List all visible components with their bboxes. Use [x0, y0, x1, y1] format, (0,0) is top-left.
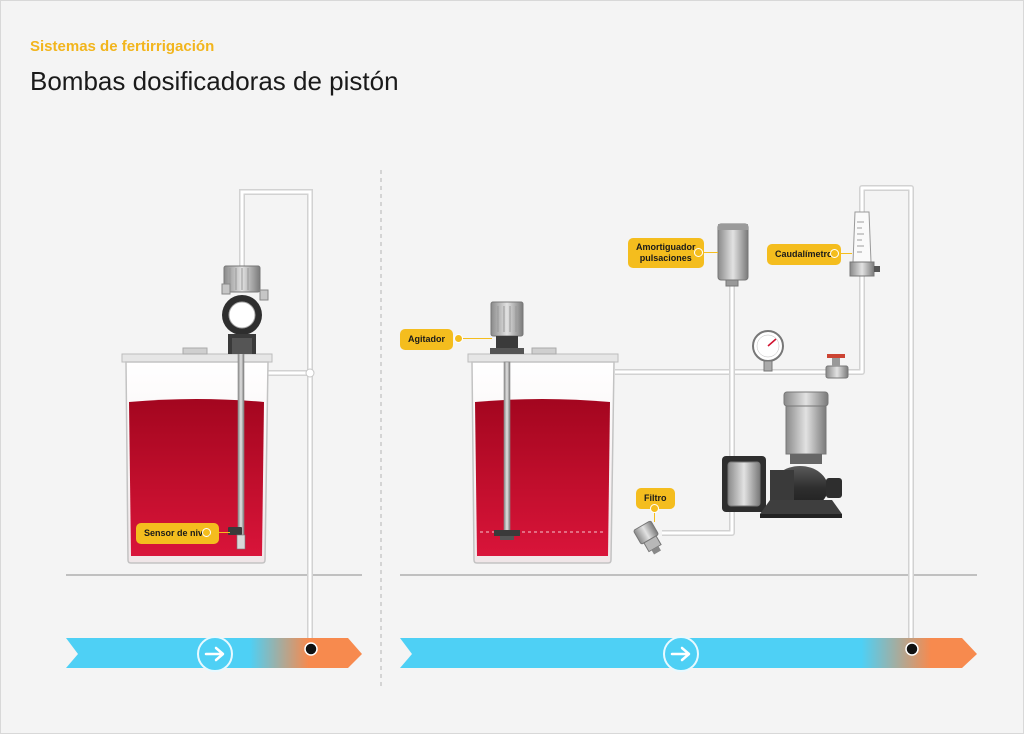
valve: [825, 354, 849, 379]
label-filtro: Filtro: [636, 488, 675, 509]
label-amortiguador-line1: Amortiguador: [636, 242, 696, 252]
left-system: [121, 189, 315, 648]
pressure-gauge: [752, 330, 784, 372]
connector-caudalimetro: [834, 253, 852, 254]
connector-sensor: [206, 532, 230, 533]
page-title: Bombas dosificadoras de pistón: [30, 66, 399, 96]
filter: [633, 520, 662, 555]
flowmeter: [849, 211, 880, 277]
connector-filtro: [654, 506, 655, 522]
left-main-pipe: [66, 636, 362, 672]
right-piston-pump: [722, 391, 842, 518]
level-sensor: [228, 527, 242, 535]
label-amortiguador-line2: pulsaciones: [639, 253, 692, 263]
right-system: [467, 185, 914, 648]
connector-amortiguador: [698, 252, 718, 253]
callout-dot: [650, 504, 659, 513]
label-sensor-nivel: Sensor de nivel: [136, 523, 219, 544]
pulsation-dampener: [717, 223, 749, 287]
right-tank-lid: [467, 353, 619, 363]
right-main-pipe: [400, 636, 977, 672]
left-tank-lid: [121, 353, 273, 363]
callout-dot: [202, 528, 211, 537]
label-caudalimetro: Caudalímetro: [767, 244, 841, 265]
label-agitador: Agitador: [400, 329, 453, 350]
arrow-right-icon: [670, 646, 691, 662]
callout-dot: [454, 334, 463, 343]
injection-point-right: [905, 642, 919, 656]
agitator: [490, 301, 524, 540]
left-piston-pump: [221, 265, 269, 354]
callout-dot: [694, 248, 703, 257]
left-tank-liquid: [129, 399, 264, 556]
callout-dot: [830, 249, 839, 258]
injection-point-left: [304, 642, 318, 656]
arrow-right-icon: [204, 646, 225, 662]
section-subtitle: Sistemas de fertirrigación: [30, 38, 215, 55]
connector-agitador: [458, 338, 492, 339]
label-amortiguador: Amortiguador pulsaciones: [628, 238, 704, 268]
